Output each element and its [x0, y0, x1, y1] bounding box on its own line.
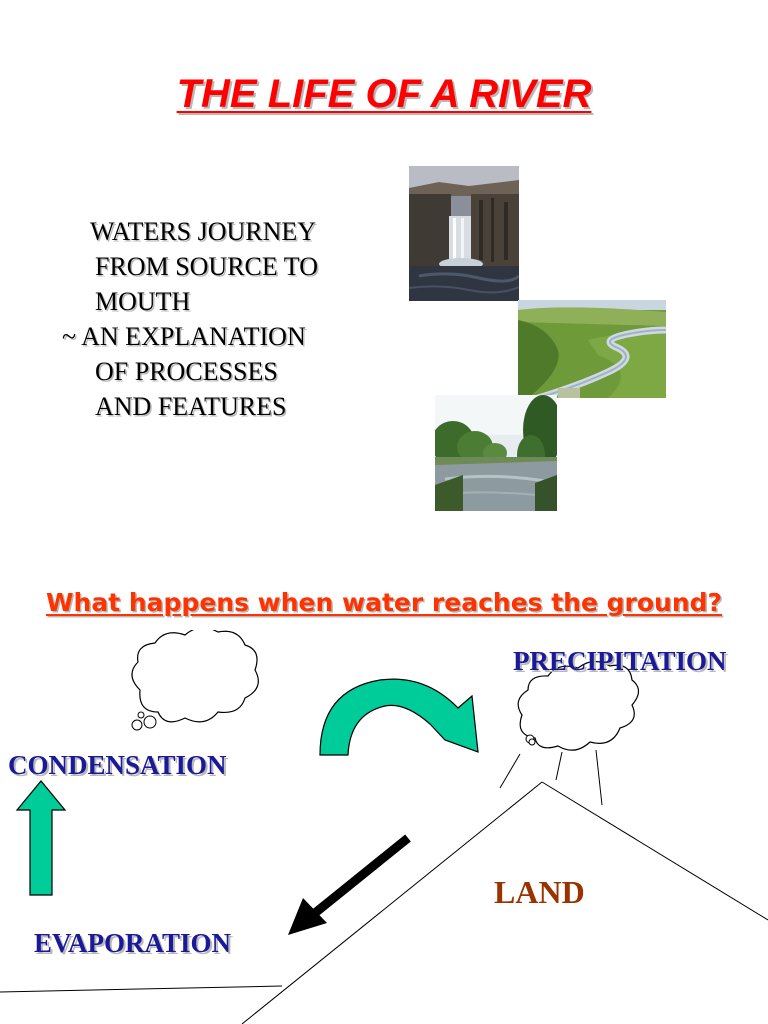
lowland-river-photo [435, 395, 557, 511]
curved-arrow-icon [320, 679, 478, 755]
up-arrow-icon [17, 781, 65, 895]
intro-line: FROM SOURCE TO [62, 249, 372, 284]
land-outline [0, 782, 768, 1024]
intro-line: WATERS JOURNEY [62, 214, 372, 249]
waterfall-photo [409, 166, 519, 301]
question-heading: What happens when water reaches the grou… [0, 588, 768, 617]
precipitation-label: PRECIPITATION [513, 646, 727, 677]
page-title: THE LIFE OF A RIVER [0, 72, 768, 117]
evaporation-label: EVAPORATION [34, 928, 231, 959]
cloud-icon [132, 630, 258, 730]
rain-lines [500, 750, 602, 805]
intro-line: ~ AN EXPLANATION [62, 319, 372, 354]
land-label: LAND [494, 874, 585, 911]
meandering-river-photo [518, 300, 666, 398]
water-cycle-diagram [0, 630, 768, 1024]
down-left-arrow-icon [288, 838, 408, 935]
condensation-label: CONDENSATION [8, 750, 227, 781]
intro-line: OF PROCESSES [62, 354, 372, 389]
intro-line: MOUTH [62, 284, 372, 319]
intro-text: WATERS JOURNEY FROM SOURCE TO MOUTH ~ AN… [62, 214, 372, 424]
intro-line: AND FEATURES [62, 389, 372, 424]
